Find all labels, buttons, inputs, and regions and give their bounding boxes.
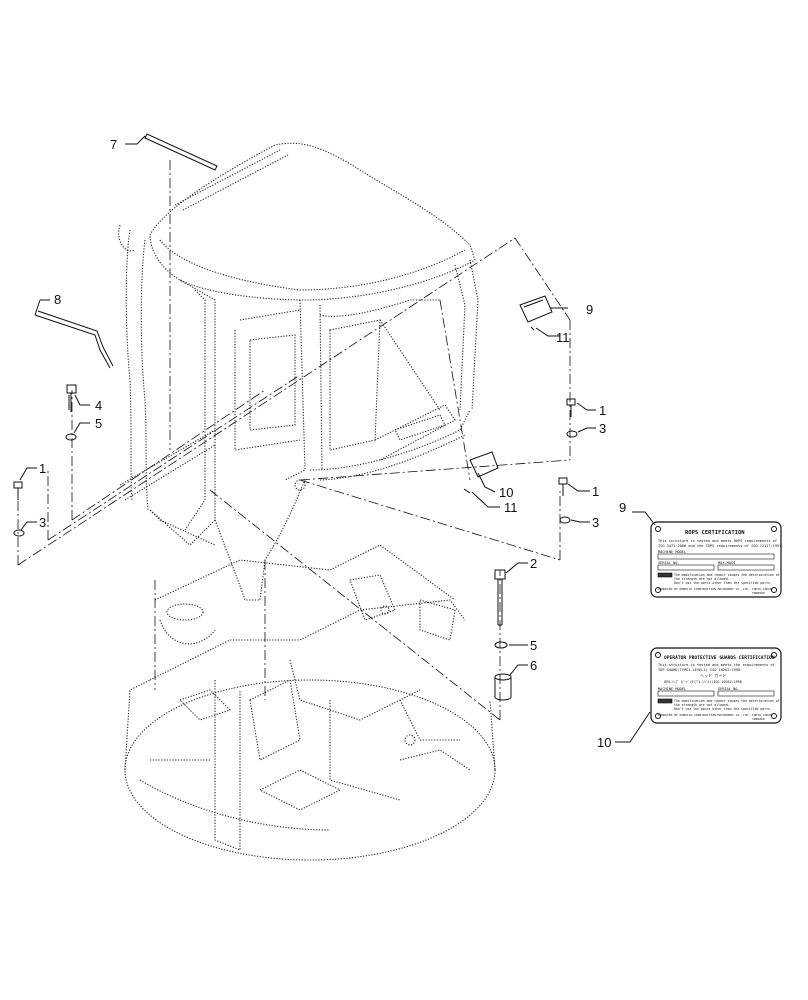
rops-line1: This structure is tested and meets ROPS … (658, 539, 777, 543)
callout-labels: 7 8 9 11 4 5 1 3 1 3 10 11 1 3 2 5 6 9 1… (39, 137, 626, 750)
opg-maker: PRODUCED BY KOBELCO CONSTRUCTION MACHINE… (658, 713, 774, 717)
callout-5-left: 5 (95, 416, 102, 431)
callout-3-left: 3 (39, 515, 46, 530)
rops-warn1: The modification and repair causes the d… (674, 573, 780, 577)
cab-frame (118, 142, 479, 601)
part-2-long-bolt (494, 569, 506, 626)
callout-3-right-mid: 3 (592, 515, 599, 530)
part-8-rod (34, 310, 114, 369)
callout-11-top: 11 (556, 330, 570, 345)
part-9-decal (519, 295, 553, 323)
assembly-centerlines (17, 160, 571, 721)
part-7-strip (144, 133, 218, 171)
part-1-bolt-b (566, 398, 576, 417)
callout-11-bottom: 11 (504, 500, 518, 515)
callout-5-right: 5 (530, 638, 537, 653)
rops-field-model: MACHINE MODEL (658, 550, 686, 554)
callout-8: 8 (54, 292, 61, 307)
rops-warn2: the strength are not allowed. (674, 577, 730, 581)
opg-field-model: MACHINE MODEL (658, 687, 686, 691)
part-10-decal (469, 451, 499, 478)
part-5-washer-a (65, 433, 77, 441)
opg-title: OPERATOR PROTECTIVE GUARDS CERTIFICATION (664, 655, 775, 661)
opg-field-serial: SERIAL NO. (718, 687, 740, 691)
callout-10-plate: 10 (597, 735, 611, 750)
rops-maker: PRODUCED BY KOBELCO CONSTRUCTION MACHINE… (658, 587, 774, 591)
rops-warn3: Don't use the parts other than the speci… (674, 581, 772, 585)
callout-2: 2 (530, 556, 537, 571)
rops-field-mass: MAX.MASS (718, 561, 735, 565)
callout-4: 4 (95, 398, 102, 413)
callout-1-left: 1 (39, 461, 46, 476)
opg-warn3: Don't use the parts other than the speci… (674, 707, 772, 711)
part-3-washer-c (559, 516, 571, 524)
callout-1-right-mid: 1 (592, 484, 599, 499)
rops-certification-plate: ROPS CERTIFICATION This structure is tes… (650, 521, 784, 598)
opg-line1: This structure is tested and meets the r… (658, 663, 775, 667)
part-1-bolt-a (13, 481, 23, 500)
part-3-washer-b (566, 430, 578, 438)
part-5-washer-b (494, 641, 508, 649)
opg-warn1: The modification and repair causes the d… (674, 699, 780, 703)
rops-part: YN00000 (752, 591, 765, 595)
callout-10-small: 10 (499, 485, 513, 500)
opg-part: YN00000 (752, 717, 765, 721)
part-4-bolt (66, 384, 77, 412)
part-6-spacer (494, 673, 512, 701)
upper-frame (124, 544, 496, 861)
rops-line2: ISO 3471:2008 and the TOPS requirements … (658, 544, 784, 548)
callout-7: 7 (110, 137, 117, 152)
opg-certification-plate: OPERATOR PROTECTIVE GUARDS CERTIFICATION… (650, 647, 782, 724)
callout-9: 9 (586, 302, 593, 317)
callout-9-plate: 9 (619, 500, 626, 515)
callout-6: 6 (530, 658, 537, 673)
callout-3-right-top: 3 (599, 421, 606, 436)
opg-warn2: the strength are not allowed. (674, 703, 730, 707)
rops-field-serial: SERIAL NO. (658, 561, 680, 565)
opg-handwritten-note-2: OPG-ﾄｯﾌﾟ ｶﾞｰﾄﾞ(ﾀｲﾌﾟ1-ﾚﾍﾞﾙ1)ISO 10262:199… (664, 679, 742, 684)
callout-1-right-top: 1 (599, 403, 606, 418)
rops-title: ROPS CERTIFICATION (685, 530, 745, 536)
opg-line2: TOP GUARD(TYPE1-LEVEL1) ISO 10262:1998. (658, 668, 742, 672)
part-11-rivet-a (530, 326, 535, 331)
part-1-bolt-c (558, 477, 568, 496)
leader-lines (19, 135, 656, 743)
part-11-rivet-b (463, 488, 471, 494)
part-3-washer-a (13, 529, 25, 537)
opg-handwritten-note: ヘッド ガード (700, 672, 726, 678)
